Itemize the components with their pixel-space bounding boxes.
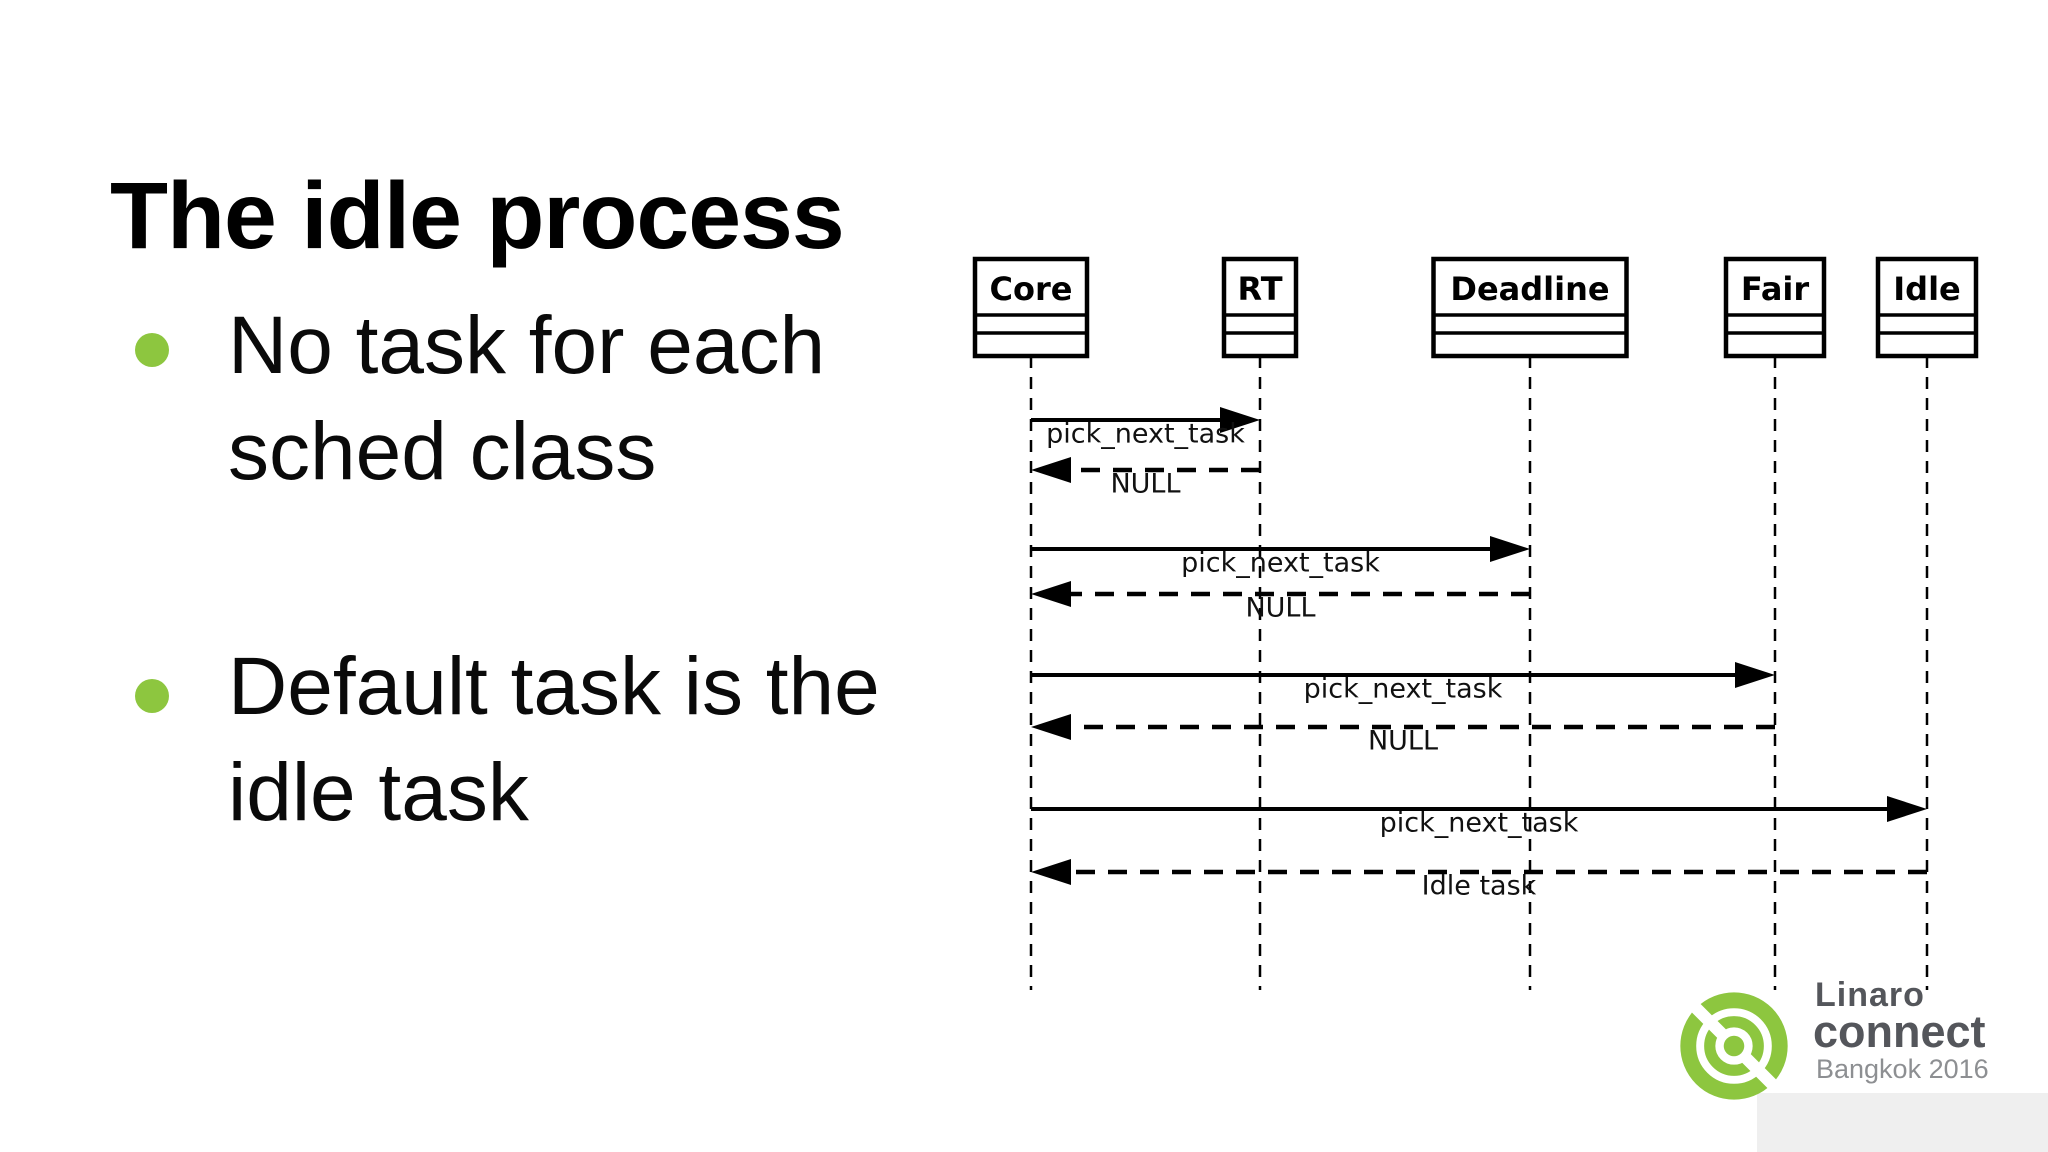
actor-box — [1723, 256, 1827, 359]
message-label: Idle task — [1422, 871, 1537, 902]
logo-brand-text: Linaro — [1815, 976, 1925, 1014]
arrowhead-icon — [1887, 796, 1927, 822]
actor-box — [1431, 256, 1629, 359]
arrowhead-icon — [1490, 536, 1530, 562]
message-label: NULL — [1245, 593, 1315, 624]
bullet-icon — [135, 333, 169, 367]
linaro-rings-icon — [1680, 992, 1788, 1100]
actor-box — [1875, 256, 1979, 359]
arrowhead-icon — [1220, 407, 1260, 433]
bullet-item: No task for each sched class — [228, 293, 825, 505]
bullet-line: idle task — [228, 747, 529, 838]
actor-box — [1221, 256, 1299, 359]
message-label: NULL — [1110, 469, 1180, 500]
message-label: pick_next_task — [1046, 419, 1245, 450]
bullet-icon — [135, 679, 169, 713]
arrowhead-icon — [1031, 457, 1071, 483]
message-label: pick_next_task — [1380, 808, 1579, 839]
actor-name: Deadline — [1450, 270, 1609, 308]
message-label: pick_next_task — [1304, 674, 1503, 705]
logo-event-text: Bangkok 2016 — [1816, 1054, 1989, 1084]
linaro-connect-logo: Linaro connect Bangkok 2016 — [1676, 976, 2048, 1100]
arrowhead-icon — [1031, 859, 1071, 885]
actor-name: RT — [1237, 270, 1282, 308]
message-label: NULL — [1368, 726, 1438, 757]
arrowhead-icon — [1031, 581, 1071, 607]
logo-product-text: connect — [1813, 1006, 1986, 1057]
slide-title: The idle process — [110, 162, 845, 269]
bullet-line: sched class — [228, 406, 657, 497]
actor-box — [972, 256, 1090, 359]
arrowhead-icon — [1031, 714, 1071, 740]
bullet-line: No task for each — [228, 300, 826, 391]
video-letterbox-shade — [1757, 1093, 2048, 1152]
bullet-item: Default task is the idle task — [228, 634, 880, 846]
actor-name: Fair — [1741, 270, 1810, 308]
message-label: pick_next_task — [1181, 548, 1380, 579]
arrowhead-icon — [1735, 662, 1775, 688]
actor-name: Core — [990, 270, 1073, 308]
actor-name: Idle — [1893, 270, 1960, 308]
bullet-line: Default task is the — [228, 641, 880, 732]
